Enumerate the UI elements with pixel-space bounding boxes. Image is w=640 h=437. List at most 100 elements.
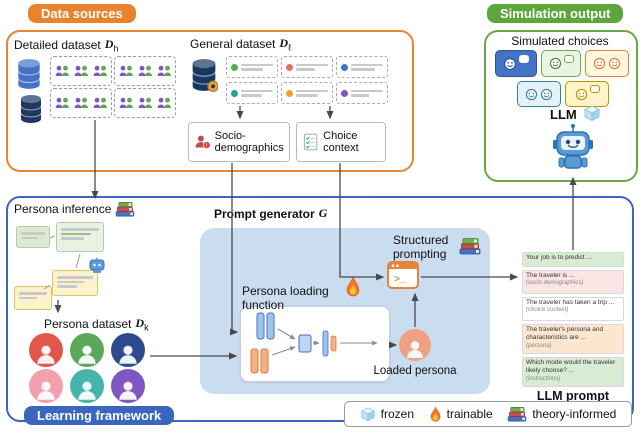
general-dataset-text: General dataset (190, 37, 276, 52)
svg-text:>_: >_ (394, 275, 407, 286)
data-sources-badge: Data sources (28, 4, 136, 23)
simulation-output-badge: Simulation output (487, 4, 624, 23)
card-dot-icon (286, 63, 293, 71)
people-pair-icon (137, 97, 153, 109)
persona-loading-text: Persona loading function (242, 284, 329, 312)
prompt-line-sub: (choice context) (526, 307, 569, 314)
loaded-persona-text: Loaded persona (373, 365, 457, 377)
person-icon (115, 377, 141, 403)
prompt-line-sub: (socio demographics) (526, 280, 584, 287)
svg-text:!: ! (206, 143, 208, 149)
general-dataset-subscript: ℓ (288, 42, 291, 53)
prompt-line: The traveler has taken a trip ...(choice… (522, 297, 624, 321)
structured-prompting-text: Structured prompting (393, 233, 449, 261)
data-card (281, 56, 333, 78)
face-icon (593, 57, 606, 70)
persona-dataset-symbol: D (135, 316, 145, 330)
data-card (281, 82, 333, 104)
data-card (336, 56, 388, 78)
persona-inference-label: Persona inference (14, 201, 135, 217)
persona-avatar (111, 333, 145, 367)
speech-bubble-icon (519, 54, 529, 63)
prompt-line-text: Your job is to predict ... (526, 254, 592, 261)
prompt-line-text: The traveler has taken a trip ... (526, 299, 615, 306)
prompt-generator-symbol: G (318, 206, 328, 220)
simulated-choice-agent (495, 50, 537, 77)
mini-robot-icon (89, 257, 105, 273)
detailed-dataset-text: Detailed dataset (14, 38, 101, 53)
data-card (336, 82, 388, 104)
choice-context-label: Choice context (323, 129, 359, 154)
agent-face-icon (503, 57, 517, 71)
legend: frozen trainable theory-informed (344, 401, 632, 427)
general-dataset-symbol: D (279, 36, 289, 50)
persona-loading-network (250, 312, 378, 374)
persona-avatar (29, 369, 63, 403)
persona-loading-label: Persona loading function (242, 284, 340, 313)
prompt-line-text: Which mode would the traveler likely cho… (526, 359, 616, 375)
household-group-box (114, 88, 176, 118)
face-icon (540, 88, 553, 101)
card-dot-icon (341, 89, 348, 97)
household-group-box (50, 56, 112, 86)
data-card (226, 56, 278, 78)
persona-inference-text: Persona inference (14, 202, 112, 216)
simulated-choice-green (541, 50, 581, 77)
flame-icon (429, 406, 442, 423)
person-icon (115, 341, 141, 367)
socio-demographics-label: Socio-demographics (214, 129, 284, 154)
persona-dataset-subscript: k (144, 322, 149, 333)
prompt-line-text: The traveler's persona and characteristi… (526, 326, 604, 342)
simulated-choices-label: Simulated choices (498, 34, 622, 48)
structured-prompting-label: Structured prompting (393, 233, 457, 262)
books-icon (115, 201, 135, 217)
flame-icon (345, 276, 361, 298)
prompt-generator-label: Prompt generator G (214, 206, 327, 221)
card-dot-icon (231, 63, 238, 71)
people-pair-icon (118, 97, 134, 109)
prompt-line: The traveler is ...(socio demographics) (522, 270, 624, 294)
prompt-generator-text: Prompt generator (214, 206, 315, 221)
prompt-line-sub: (instructions) (526, 375, 561, 382)
ice-cube-icon (360, 406, 376, 422)
prompt-line: Your job is to predict ... (522, 252, 624, 267)
prompt-line-text: The traveler is ... (526, 272, 575, 279)
household-group-box (114, 56, 176, 86)
loaded-persona-label: Loaded persona (373, 365, 457, 377)
face-icon (525, 88, 538, 101)
archive-database-icon (18, 94, 44, 124)
legend-frozen: frozen (360, 406, 414, 422)
detailed-database-icon (16, 58, 42, 90)
card-dot-icon (286, 89, 293, 97)
llm-text: LLM (550, 107, 577, 122)
person-icon (33, 341, 59, 367)
books-icon (507, 406, 527, 422)
legend-frozen-text: frozen (380, 407, 414, 421)
persona-avatar (111, 369, 145, 403)
llm-prompt-label: LLM prompt (522, 389, 624, 403)
face-icon (608, 57, 621, 70)
socio-demographics-box: ! Socio-demographics (188, 122, 290, 162)
people-pair-icon (156, 97, 172, 109)
people-pair-icon (73, 97, 89, 109)
inference-note (56, 222, 104, 252)
person-alert-icon: ! (195, 135, 211, 149)
choice-context-box: Choice context (296, 122, 386, 162)
prompt-line: Which mode would the traveler likely cho… (522, 357, 624, 387)
prompt-line: The traveler's persona and characteristi… (522, 324, 624, 354)
detailed-dataset-symbol: D (104, 37, 114, 51)
persona-avatar (70, 333, 104, 367)
people-pair-icon (92, 65, 108, 77)
llm-prompt-text: LLM prompt (536, 389, 610, 403)
person-icon (74, 377, 100, 403)
persona-avatar (29, 333, 63, 367)
persona-dataset-text: Persona dataset (44, 317, 132, 332)
legend-trainable-text: trainable (446, 407, 493, 421)
face-icon (549, 57, 562, 70)
terminal-icon: >_ (387, 261, 419, 289)
legend-trainable: trainable (429, 406, 493, 423)
simulated-choice-orange (585, 50, 629, 77)
